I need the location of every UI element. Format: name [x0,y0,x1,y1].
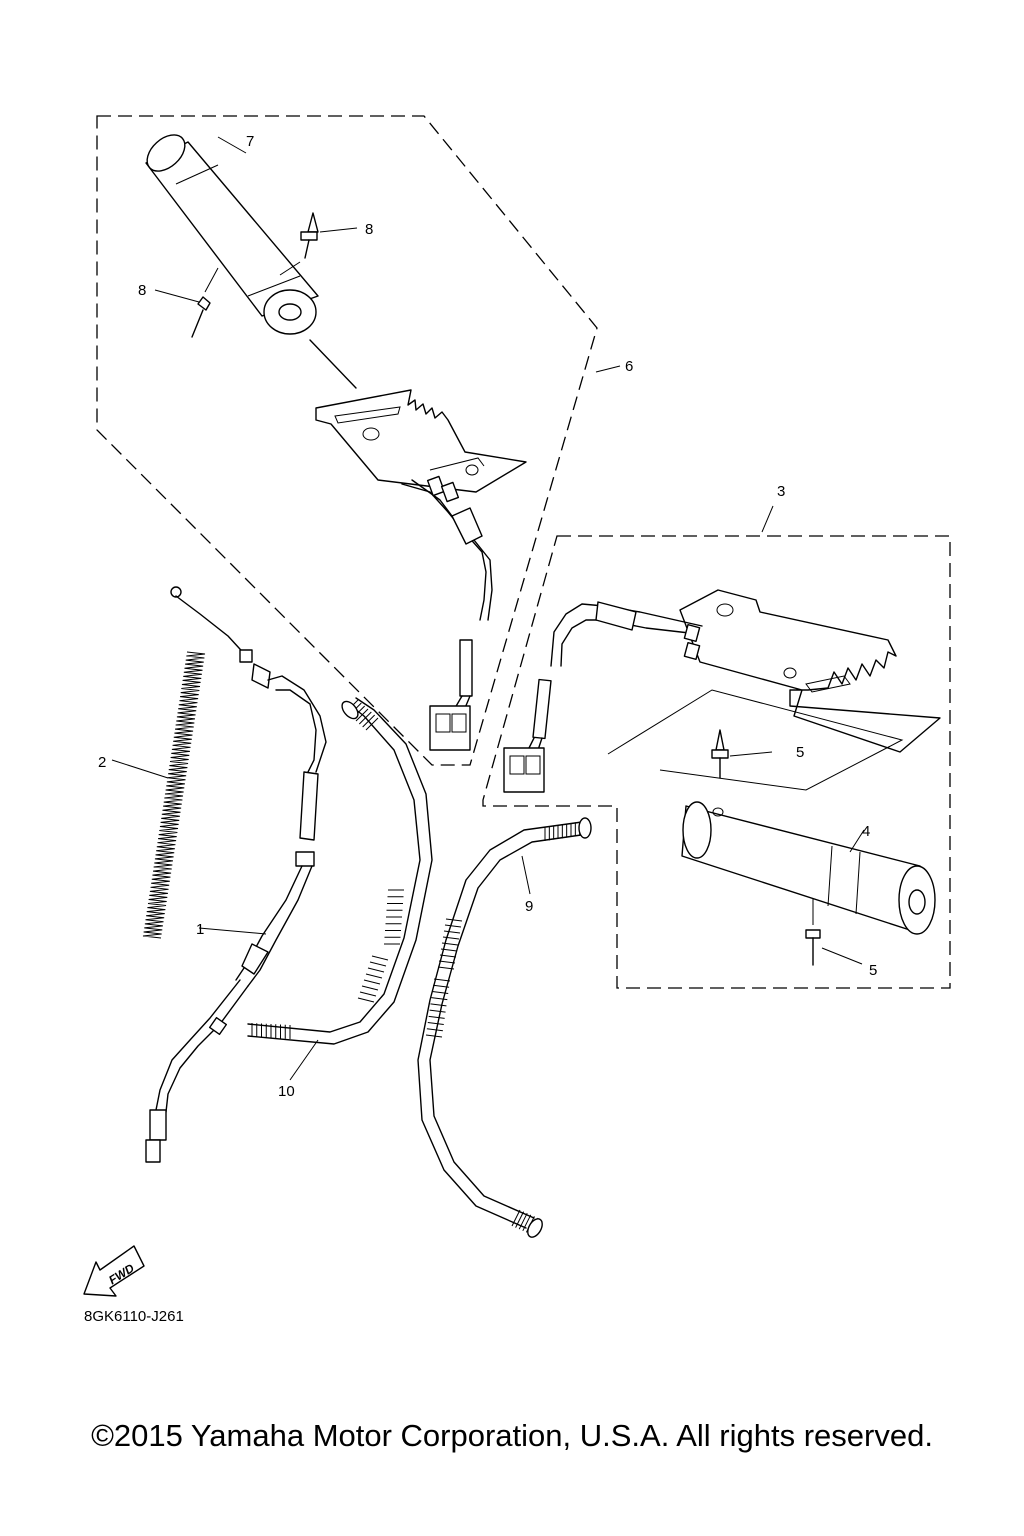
callout-4: 4 [862,823,870,840]
assembly-3-outline [482,535,951,989]
pin-part-5-upper [711,729,773,779]
callout-9: 9 [525,898,533,915]
heater-element-part-3 [550,505,941,753]
assembly-6-outline [96,115,598,766]
spring-part-2 [111,651,206,939]
callout-1: 1 [196,921,204,938]
callout-7: 7 [246,133,254,150]
copyright-notice: ©2015 Yamaha Motor Corporation, U.S.A. A… [91,1418,933,1453]
throttle-cable-part-1 [145,586,327,1163]
pin-part-8-lower [154,267,219,338]
right-grip-part-4 [607,689,936,935]
connector-part-3 [503,678,552,793]
callout-2: 2 [98,754,106,771]
pin-part-5-lower [805,898,863,966]
pin-part-8-upper [279,212,358,276]
connector-part-6 [429,639,473,751]
left-grip-part-7 [145,134,357,389]
callout-5-upper: 5 [796,744,804,761]
callout-10: 10 [278,1083,295,1100]
callout-8-upper: 8 [365,221,373,238]
fwd-arrow-icon: FWD [83,1245,145,1297]
hose-part-10 [247,697,433,1081]
callout-5-lower: 5 [869,962,877,979]
heater-element-part-6 [315,365,621,621]
drawing-code: 8GK6110-J261 [84,1308,184,1325]
callout-6: 6 [625,358,633,375]
callout-8-lower: 8 [138,282,146,299]
hose-part-9 [417,817,592,1238]
callout-3: 3 [777,483,785,500]
